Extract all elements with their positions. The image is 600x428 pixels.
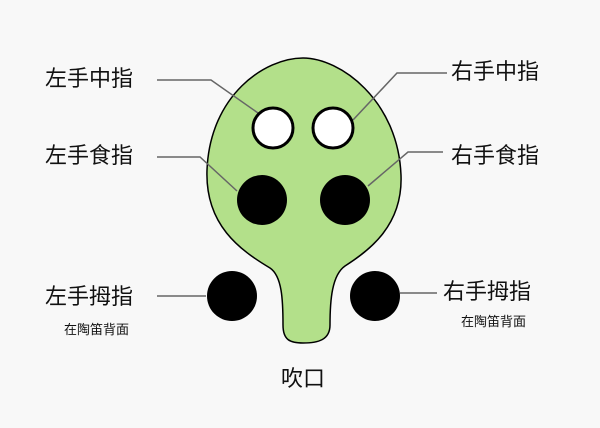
- label-right-thumb: 右手拇指: [443, 280, 532, 305]
- hole-left-index: [237, 175, 287, 225]
- label-left-thumb: 左手拇指: [45, 285, 134, 310]
- leader-right-middle: [352, 72, 447, 121]
- leader-left-index: [157, 156, 238, 192]
- hole-left-thumb: [207, 271, 257, 321]
- label-left-middle: 左手中指: [45, 67, 134, 92]
- hole-right-middle: [311, 106, 355, 150]
- hole-right-index: [320, 175, 370, 225]
- note-right-thumb: 在陶笛背面: [461, 315, 527, 330]
- hole-right-thumb: [350, 271, 400, 321]
- label-mouthpiece: 吹口: [281, 367, 326, 392]
- label-right-middle: 右手中指: [451, 60, 540, 85]
- leader-left-middle: [157, 79, 259, 114]
- hole-left-middle: [251, 106, 295, 150]
- label-left-index: 左手食指: [45, 144, 134, 169]
- label-right-index: 右手食指: [451, 144, 540, 169]
- note-left-thumb: 在陶笛背面: [64, 323, 130, 338]
- leader-right-index: [367, 151, 443, 187]
